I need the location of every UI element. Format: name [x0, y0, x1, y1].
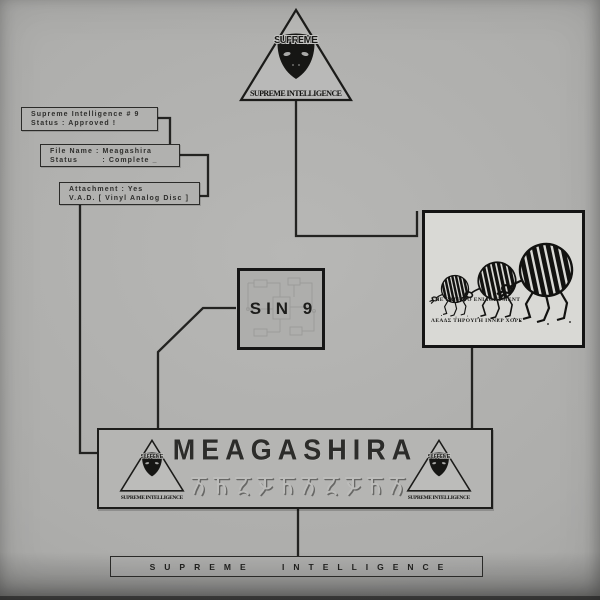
left-eye	[283, 51, 291, 57]
title-box: SUPREME SUPREME INTELLIGENCE SUPREME SUP…	[97, 428, 493, 509]
circuit-diagram-icon	[246, 277, 316, 337]
connector-box2-to-box3	[180, 153, 210, 198]
right-eye	[441, 462, 446, 465]
mask-face-icon	[277, 33, 315, 79]
artwork-box: THE PATH TO ENLIGHTMENT ΛΕΑΔΣ ΤΗΡΟΥΓΗ ΙΝ…	[422, 210, 585, 348]
right-eye	[301, 51, 309, 57]
status-box2-line2: Status : Complete _	[50, 157, 158, 164]
status-box-filename: File Name : Meagashira Status : Complete…	[40, 144, 180, 167]
logo-caption-text: SUPREME INTELLIGENCE	[408, 495, 471, 501]
status-box-approved: Supreme Intelligence # 9 Status : Approv…	[21, 107, 158, 131]
mask-face-icon	[429, 452, 449, 477]
mask-face-icon	[142, 452, 162, 477]
supreme-intelligence-logo-left: SUPREME SUPREME INTELLIGENCE	[119, 438, 185, 501]
logo-caption-text: SUPREME INTELLIGENCE	[250, 89, 342, 98]
artwork-caption: THE PATH TO ENLIGHTMENT ΛΕΑΔΣ ΤΗΡΟΥΓΗ ΙΝ…	[431, 283, 523, 339]
status-box3-line2: V.A.D. [ Vinyl Analog Disc ]	[69, 195, 190, 202]
sin-9-box: SIN 9	[237, 268, 325, 350]
logo-caption-text: SUPREME INTELLIGENCE	[121, 495, 184, 501]
status-box-attachment: Attachment : Yes V.A.D. [ Vinyl Analog D…	[59, 182, 200, 205]
logo-brand-text: SUPREME	[428, 454, 451, 460]
sin-9-label: SIN 9	[249, 299, 318, 318]
connector-box1-to-box2	[158, 116, 172, 145]
connector-sinbox-to-titlebox	[156, 306, 236, 429]
connector-logo-to-artwork	[294, 101, 419, 238]
logo-brand-text: SUPREME	[141, 454, 164, 460]
album-title: MEAGASHIRA	[172, 434, 418, 466]
left-eye	[145, 462, 150, 465]
supreme-intelligence-logo-right: SUPREME SUPREME INTELLIGENCE	[406, 438, 472, 501]
status-box3-line1: Attachment : Yes	[69, 186, 144, 193]
nostril	[292, 64, 294, 66]
supreme-intelligence-logo-top: SUPREME SUPREME INTELLIGENCE	[239, 7, 353, 102]
footer-bar: SUPREME INTELLIGENCE	[110, 556, 483, 577]
connector-box3-to-titlebox	[78, 204, 98, 455]
right-eye	[154, 462, 159, 465]
left-eye	[432, 462, 437, 465]
artwork-caption-line1: THE PATH TO ENLIGHTMENT	[431, 297, 521, 303]
artwork-caption-line2: ΛΕΑΔΣ ΤΗΡΟΥΓΗ ΙΝΝΕΡ ΧΟΡΕ	[431, 318, 523, 324]
status-box1-line1: Supreme Intelligence # 9	[31, 111, 140, 118]
status-box1-line2: Status : Approved !	[31, 120, 117, 127]
nostril	[298, 64, 300, 66]
meagashira-script-glyphs	[191, 477, 407, 497]
footer-label: SUPREME INTELLIGENCE	[149, 561, 453, 572]
status-box2-line1: File Name : Meagashira	[50, 148, 153, 155]
logo-brand-text: SUPREME	[274, 34, 318, 46]
